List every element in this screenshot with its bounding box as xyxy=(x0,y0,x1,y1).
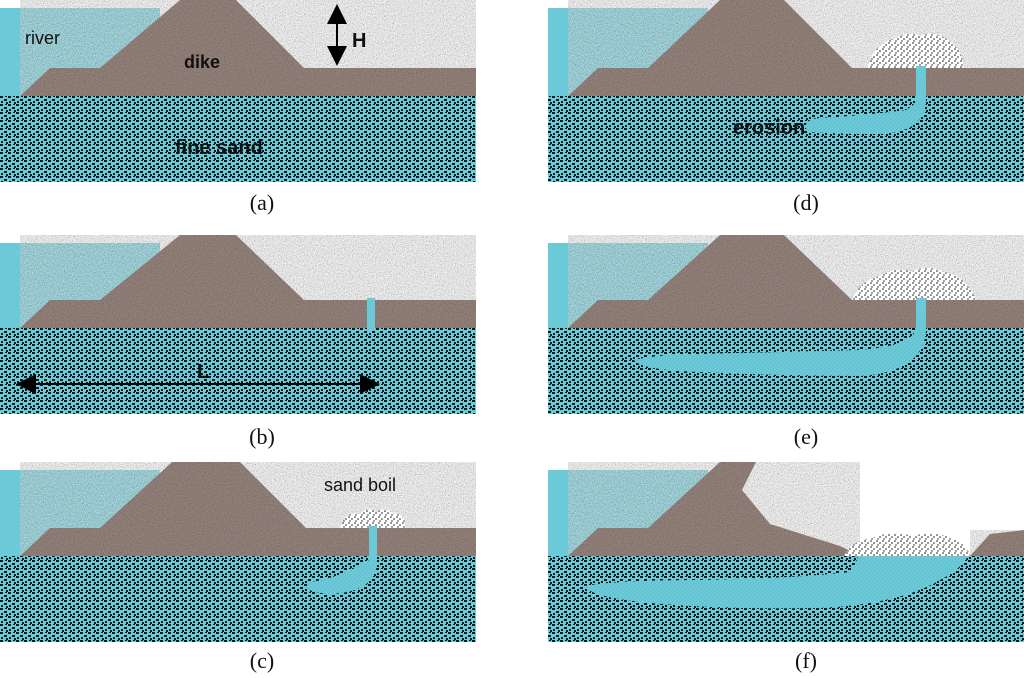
erosion-pipe xyxy=(307,560,378,594)
fine-sand-layer xyxy=(0,96,476,182)
seepage-channel xyxy=(916,298,926,332)
label-length: L xyxy=(197,361,209,383)
caption-e: (e) xyxy=(794,424,818,449)
dike-remnant-left xyxy=(568,462,860,556)
sand-boil xyxy=(340,509,406,528)
caption-b: (b) xyxy=(249,424,275,449)
dike-body xyxy=(568,235,1024,328)
panel-f: (f) xyxy=(548,462,1024,673)
dike-body xyxy=(568,0,1024,96)
caption-f: (f) xyxy=(795,648,817,673)
panel-d: erosion (d) xyxy=(548,0,1024,215)
label-height: H xyxy=(352,30,366,52)
fine-sand-layer xyxy=(548,96,1024,182)
fine-sand-layer xyxy=(0,556,476,642)
label-dike: dike xyxy=(184,52,220,72)
caption-a: (a) xyxy=(250,190,274,215)
erosion-pipe xyxy=(634,330,926,376)
panel-c: sand boil (c) xyxy=(0,462,476,673)
caption-d: (d) xyxy=(793,190,819,215)
dike-body xyxy=(20,235,476,328)
seepage-channel xyxy=(369,526,377,560)
seepage-channel xyxy=(916,66,926,102)
label-river: river xyxy=(25,28,60,48)
erosion-pipe xyxy=(584,556,968,609)
panel-b: L (b) xyxy=(0,235,476,449)
label-fine-sand: fine sand xyxy=(175,137,263,159)
sand-boil xyxy=(844,533,970,556)
dike-remnant-right xyxy=(970,530,1024,556)
erosion-pipe xyxy=(805,100,926,134)
dike-body xyxy=(20,462,476,556)
sand-boil xyxy=(868,33,964,68)
caption-c: (c) xyxy=(250,648,274,673)
label-sand-boil: sand boil xyxy=(324,475,396,495)
panel-e: (e) xyxy=(548,235,1024,449)
fine-sand-layer xyxy=(0,328,476,414)
panel-a: river dike fine sand H (a) xyxy=(0,0,476,215)
seepage-channel xyxy=(367,298,375,330)
dike-body xyxy=(20,0,476,96)
sand-boil xyxy=(852,268,976,300)
label-erosion: erosion xyxy=(733,117,805,139)
